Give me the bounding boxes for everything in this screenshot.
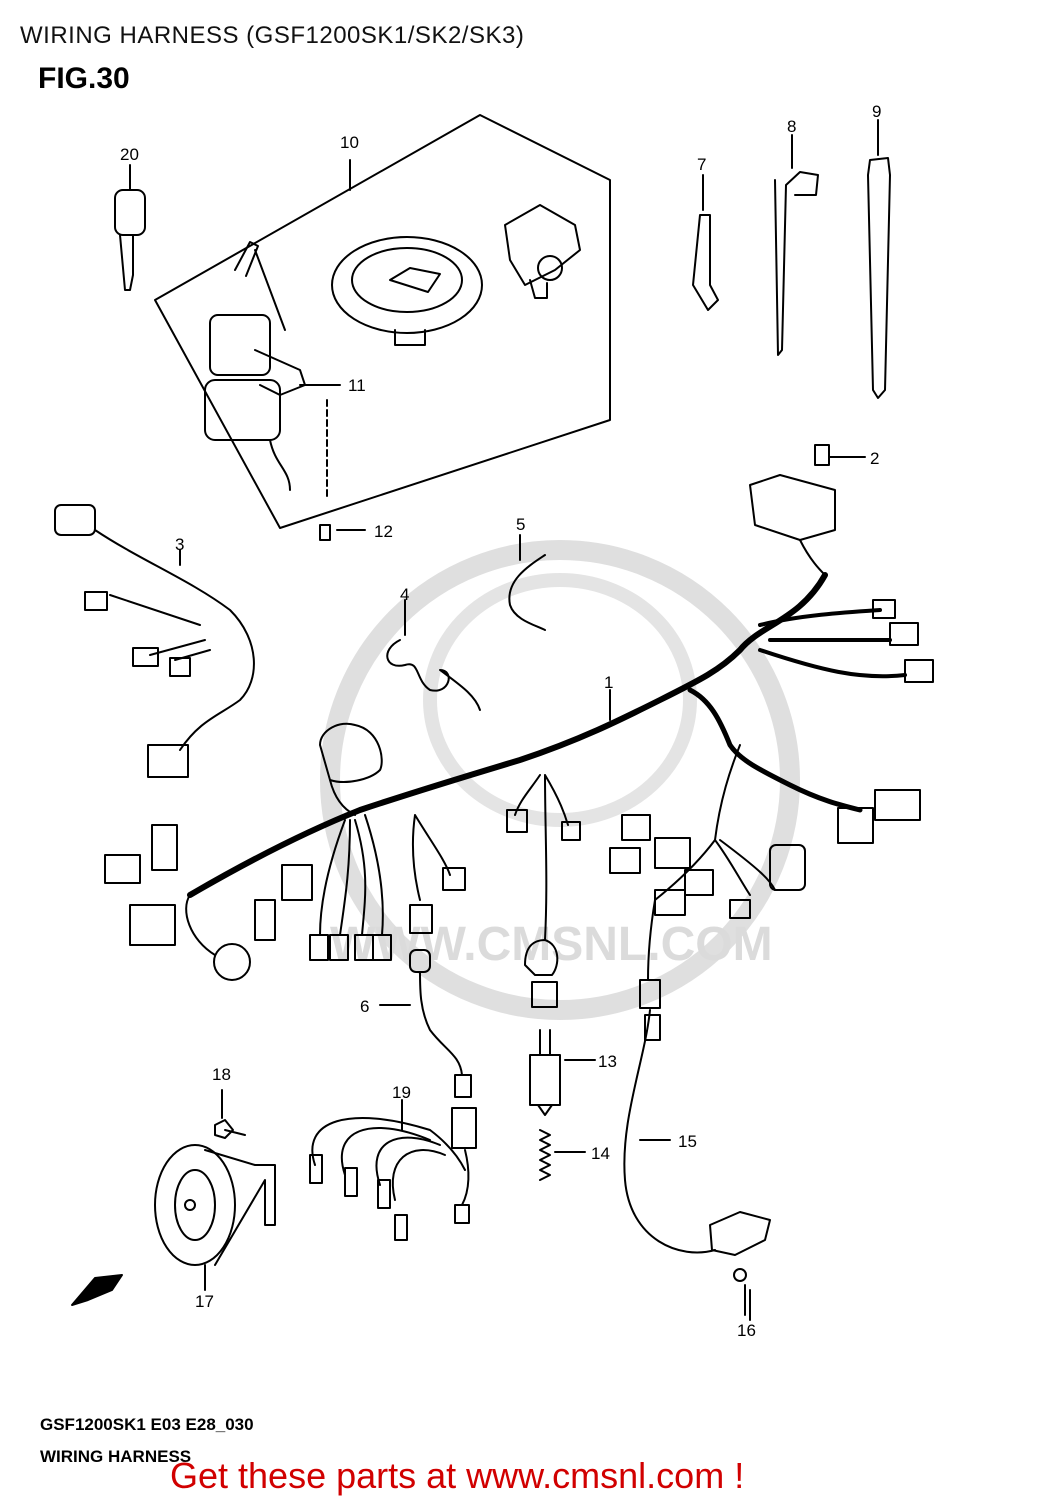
fuse [814, 444, 830, 466]
callout-20: 20 [120, 145, 139, 164]
page-title: WIRING HARNESS (GSF1200SK1/SK2/SK3) [20, 22, 525, 49]
clip-4 [386, 639, 481, 711]
callout-numbers: 1 2 3 4 5 6 7 8 9 10 11 12 13 14 15 16 1… [120, 102, 881, 1340]
callout-9: 9 [872, 102, 881, 121]
clamp-8 [774, 171, 819, 356]
key [114, 164, 146, 291]
figure-code: GSF1200SK1 E03 E28_030 [40, 1415, 254, 1434]
callout-6: 6 [360, 997, 369, 1016]
callout-8: 8 [787, 117, 796, 136]
spring [539, 1129, 586, 1181]
stop-switch [529, 1029, 596, 1116]
watermark: WWW.CMSNL.COM [320, 540, 800, 1020]
callout-15: 15 [678, 1132, 697, 1151]
fuel-cap [331, 236, 483, 346]
ignition-switch [204, 241, 341, 491]
callout-11: 11 [348, 376, 366, 395]
sub-harness-3 [54, 504, 255, 778]
horn [154, 1144, 276, 1291]
callout-10: 10 [340, 133, 359, 152]
clip-5 [508, 554, 546, 631]
callout-1: 1 [604, 673, 613, 692]
callout-17: 17 [195, 1292, 214, 1311]
callout-4: 4 [400, 585, 409, 604]
main-harness [187, 572, 828, 898]
callout-19: 19 [392, 1083, 411, 1102]
sub-harness-19 [309, 1099, 477, 1241]
callout-13: 13 [598, 1052, 617, 1071]
seat-lock [504, 204, 581, 299]
callout-2: 2 [870, 449, 879, 468]
fwd-arrow [71, 1274, 123, 1306]
callout-5: 5 [516, 515, 525, 534]
callout-14: 14 [591, 1144, 610, 1163]
figure-caption: WIRING HARNESS [40, 1447, 192, 1466]
ignition-set-box [154, 114, 611, 529]
callout-7: 7 [697, 155, 706, 174]
switch-lead-15 [623, 899, 716, 1254]
cable-tie-9 [867, 157, 891, 399]
callout-16: 16 [737, 1321, 756, 1340]
callout-18: 18 [212, 1065, 231, 1084]
callout-12: 12 [374, 522, 393, 541]
callout-3: 3 [175, 535, 184, 554]
figure-label: FIG.30 [38, 62, 130, 95]
fuse-box [749, 474, 836, 541]
promo-link[interactable]: Get these parts at www.cmsnl.com ! [170, 1455, 745, 1496]
clamp-7 [692, 214, 719, 311]
